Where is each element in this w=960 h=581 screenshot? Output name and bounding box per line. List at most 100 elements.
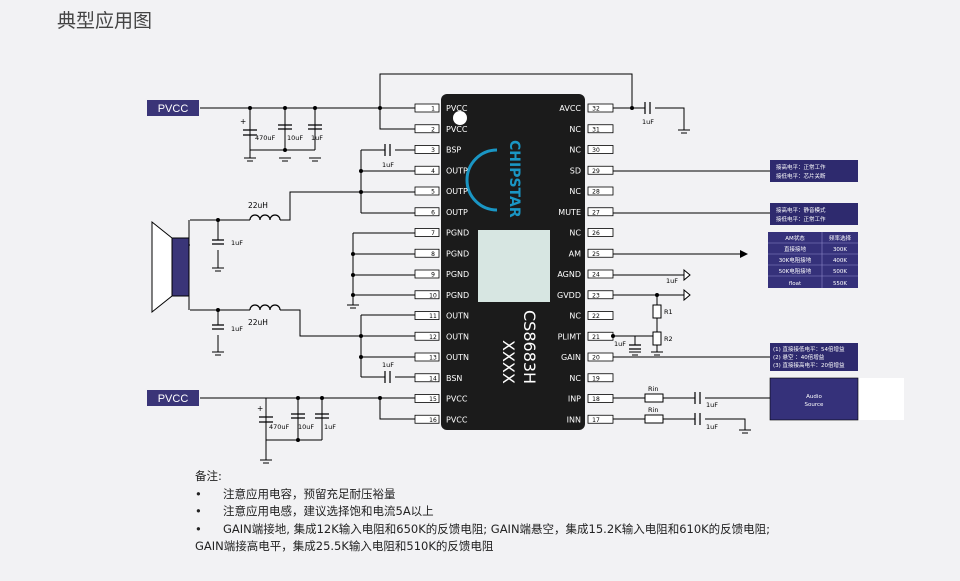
sd-note-line1: 接高电平：正常工作 (776, 163, 826, 171)
pin-number-right: 30 (592, 147, 600, 154)
resistor-r1 (652, 304, 662, 319)
inn-cap-label: 1uF (706, 423, 718, 431)
inductor-top-label: 22uH (248, 201, 268, 210)
pin-name-left: BSN (446, 374, 462, 383)
pin-name-left: BSP (446, 146, 461, 155)
cap-plimt (629, 344, 641, 350)
pin-name-left: PVCC (446, 125, 468, 134)
rin-bot-label: Rin (648, 406, 658, 414)
page-title: 典型应用图 (57, 10, 153, 32)
pin-box-left (414, 124, 440, 134)
cap-bsp (384, 144, 391, 156)
pin-box-left (414, 248, 440, 258)
note-item: •注意应用电容，预留充足耐压裕量 (195, 486, 770, 504)
thermal-pad (478, 230, 550, 302)
pin-number-left: 9 (431, 272, 435, 279)
note-bullet: • (195, 486, 202, 501)
am-table-cell: 400K (833, 258, 847, 264)
resistor-rin-bot (644, 414, 664, 424)
pin-number-left: 8 (431, 251, 435, 258)
chip-model: CS8683H (520, 310, 539, 384)
bsn-cap-label: 1uF (382, 361, 394, 369)
am-table-cell: 550K (833, 281, 847, 287)
pin-name-right: NC (569, 374, 581, 383)
gain-note-line2: (2) 悬空 ：40倍增益 (773, 353, 825, 361)
pin-box-right (587, 186, 614, 196)
pin-name-right: GVDD (557, 291, 581, 300)
cap-spk-top (212, 239, 224, 245)
pin-name-right: INN (567, 415, 581, 424)
pin1-marker (453, 111, 467, 125)
pin-box-left (414, 373, 440, 383)
pin-box-left (414, 145, 440, 154)
pin-number-left: 5 (431, 189, 435, 196)
note-item: •GAIN端接地, 集成12K输入电阻和650K的反馈电阻; GAIN端悬空，集… (195, 521, 770, 539)
pin-number-left: 12 (429, 334, 437, 341)
pin-number-right: 23 (592, 292, 600, 299)
cap-1-bot-label: 1uF (324, 423, 336, 431)
note-item: •注意应用电感，建议选择饱和电流5A以上 (195, 503, 770, 521)
am-table-header-1: AM状态 (785, 234, 805, 242)
chipstar-logo: CHIPSTAR (465, 140, 522, 218)
chip-brand: CHIPSTAR (506, 140, 522, 218)
pin-box-right (587, 165, 614, 175)
speaker-icon (151, 220, 190, 314)
pin-name-right: SD (570, 166, 581, 175)
pin-number-right: 29 (592, 168, 600, 175)
pvcc-bottom-label: PVCC (158, 393, 189, 405)
pin-box-left (414, 269, 440, 279)
am-frequency-table: AM状态 频率选择 直接接地 300K 30K电阻接地 400K 50K电阻接地… (768, 232, 858, 288)
cap-470-top (243, 129, 257, 136)
pin-name-left: PGND (446, 291, 469, 300)
spk-cap-top-label: 1uF (231, 239, 243, 247)
note-bullet: • (195, 521, 202, 536)
pin-name-left: OUTP (446, 208, 468, 217)
mute-note-box (770, 203, 858, 225)
component-labels: + 470uF 10uF 1uF + 470uF 10uF 1uF 1uF 1u… (231, 117, 718, 431)
pin-number-left: 6 (431, 209, 435, 216)
note-bullet: • (195, 504, 202, 518)
pin-box-right (587, 207, 614, 217)
pin-number-left: 14 (429, 375, 437, 382)
cap-10-bot-label: 10uF (298, 423, 314, 431)
plus-bot: + (257, 404, 263, 413)
ground-symbols (212, 129, 751, 464)
pin-name-left: PVCC (446, 395, 468, 404)
pin-number-right: 22 (592, 313, 600, 320)
am-table-cell: 直接接地 (784, 245, 807, 253)
cap-avcc (644, 102, 651, 114)
pin-name-left: OUTP (446, 187, 468, 196)
pin-name-right: AM (569, 249, 581, 258)
cap-bsn (384, 371, 391, 383)
pin-box-right (587, 248, 614, 258)
pin-number-left: 2 (431, 126, 435, 133)
junctions (216, 106, 659, 442)
pin-box-left (414, 186, 440, 196)
pin-name-left: OUTP (446, 166, 468, 175)
pin-name-right: NC (569, 125, 581, 134)
resistor-rin-top (644, 393, 664, 403)
pin-name-right: INP (568, 395, 581, 404)
cap-spk-bot (212, 324, 224, 330)
pin-number-left: 7 (431, 230, 435, 237)
pin-name-right: GAIN (561, 353, 581, 362)
audio-source-box: Audio Source (769, 377, 904, 421)
pin-number-right: 25 (592, 251, 600, 258)
pin-number-left: 3 (431, 147, 435, 154)
cap-10-top (278, 124, 292, 130)
pin-box-right (587, 145, 614, 154)
pin-number-right: 32 (592, 106, 600, 113)
cap-10-bot (291, 413, 305, 419)
am-table-header-2: 频率选择 (829, 234, 852, 242)
audio-source-line2: Source (805, 402, 825, 408)
pin-number-left: 1 (431, 106, 435, 113)
inductor-bot-label: 22uH (248, 318, 268, 327)
pin-name-right: AGND (557, 270, 581, 279)
gain-note-box (770, 343, 858, 371)
pin-number-left: 13 (429, 355, 437, 362)
inductor-top (249, 214, 281, 221)
am-table-cell: 300K (833, 247, 847, 253)
cap-1-top-label: 1uF (311, 134, 323, 142)
avcc-cap-label: 1uF (642, 118, 654, 126)
chip-marking: XXXX (499, 340, 518, 384)
